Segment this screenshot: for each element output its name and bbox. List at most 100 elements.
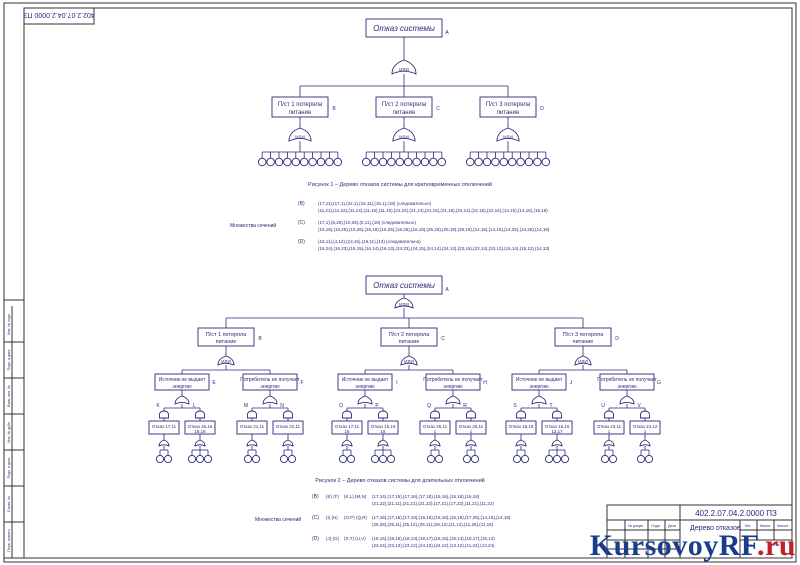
basic-event xyxy=(378,157,388,167)
event-letter: O xyxy=(339,403,343,409)
event-letter: F xyxy=(300,380,303,386)
basic-event xyxy=(283,157,292,167)
or-gate xyxy=(496,127,520,142)
sub-event-label: энергию xyxy=(260,384,279,390)
or-gate xyxy=(246,439,258,447)
or-gate xyxy=(619,395,635,405)
event-letter: E xyxy=(212,380,216,386)
branch-event-label: П/ст 2 потеряла xyxy=(389,332,430,338)
or-gate xyxy=(194,439,206,447)
cut-set-line: (23,24),(23,13),(23,12),(24,13),(24,12),… xyxy=(372,543,495,548)
basic-event xyxy=(507,157,517,167)
or-gate xyxy=(288,127,312,142)
tb-sheet: Лист xyxy=(745,543,753,547)
basic-event xyxy=(257,157,267,167)
event-letter: C xyxy=(436,106,440,112)
cut-sets-short: Множества сечений(B)(17,11),(17,1),(22,1… xyxy=(230,201,550,251)
sub-event-label: энергию xyxy=(172,384,191,390)
cut-set-line: (25,26),(25,11),(25,12),(26,11),(26,12),… xyxy=(372,522,494,527)
or-gate xyxy=(282,439,294,447)
cut-set-line: (15,16),(15,25),(15,26),(15,19),(16,25),… xyxy=(318,227,550,232)
basic-event xyxy=(403,157,413,167)
basic-event xyxy=(251,454,261,464)
basic-event xyxy=(325,157,334,167)
basic-event-label: 1 xyxy=(608,429,611,434)
or-gate xyxy=(515,439,527,447)
basic-event xyxy=(346,454,356,464)
or-gate xyxy=(531,395,547,405)
event-letter: D xyxy=(615,336,619,342)
or-gate xyxy=(400,355,418,366)
sub-event-label: Источник не выдает xyxy=(342,377,389,383)
and-gate xyxy=(430,410,440,419)
and-gate xyxy=(247,410,257,419)
watermark-main: KursovoyRF xyxy=(589,529,757,562)
basic-event xyxy=(163,454,173,464)
basic-event xyxy=(600,454,610,464)
branch-event-label: П/ст 3 потеряла xyxy=(486,102,531,108)
or-gate xyxy=(377,439,389,447)
or-gate xyxy=(394,297,414,309)
branch-event-label: питание xyxy=(573,339,594,345)
sub-event-label: энергию xyxy=(529,384,548,390)
cut-sets-label: Множества сечений xyxy=(230,222,276,229)
event-letter: A xyxy=(445,287,449,293)
basic-event xyxy=(426,454,436,464)
or-gate xyxy=(603,439,615,447)
event-letter: B xyxy=(258,336,262,342)
basic-event xyxy=(243,454,253,464)
basic-event xyxy=(412,157,421,167)
basic-event xyxy=(544,454,554,464)
basic-event xyxy=(429,157,438,167)
basic-event xyxy=(195,454,205,464)
basic-event xyxy=(187,454,197,464)
tb-col-doc: № докум. xyxy=(628,524,643,528)
or-gate xyxy=(158,439,170,447)
title-block xyxy=(606,504,793,559)
event-letter: R xyxy=(463,403,467,409)
cut-set-id: (C) xyxy=(298,220,305,226)
basic-event xyxy=(378,454,388,464)
sub-event-label: Потребитель не получает xyxy=(423,377,483,383)
and-gate xyxy=(342,410,352,419)
cut-set-line: (17,16),(17,15),(17,18),(16,15),(16,18),… xyxy=(372,515,511,520)
title-block-code: 402.2.07.04.2.0000 ПЗ xyxy=(695,509,777,518)
or-gate xyxy=(391,59,417,75)
basic-event xyxy=(333,157,343,167)
cut-set-line: (16,11),(4,12),(13,15),(16,11),(13) (сле… xyxy=(318,239,421,244)
or-gate xyxy=(174,395,190,405)
and-gate xyxy=(604,410,614,419)
cut-set-events: (K,L) (M,N) xyxy=(344,494,367,499)
event-letter: M xyxy=(244,403,248,409)
basic-event-label: Отказ 17,11 xyxy=(335,424,360,429)
basic-event xyxy=(465,157,475,167)
event-letter: U xyxy=(601,403,605,409)
or-gate xyxy=(574,355,592,366)
doc-code-rotated: 402.2.07.04.2.0000 ПЗ xyxy=(23,11,95,18)
branch-event-label: питание xyxy=(399,339,420,345)
event-letter: H xyxy=(483,380,487,386)
stamp-label: Подп. и дата xyxy=(7,350,11,371)
sub-event-label: энергию xyxy=(617,384,636,390)
sub-event-label: Потребитель не получает xyxy=(597,377,657,383)
basic-event xyxy=(533,157,542,167)
basic-event xyxy=(287,454,297,464)
figure-2-caption: Рисунок 2 – Дерево отказов системы для д… xyxy=(315,477,484,484)
and-gate xyxy=(195,410,205,419)
cut-set-line: (21,22),(21,11),(21,21),(21,22),(17,21),… xyxy=(372,501,494,506)
top-event-label: Отказ системы xyxy=(373,24,435,33)
tb-col-mass: Масса xyxy=(760,524,770,528)
basic-event-label: Отказ 15,16 xyxy=(545,424,570,429)
sub-event-label: Источник не выдает xyxy=(159,377,206,383)
branch-event-label: питание xyxy=(393,110,416,116)
basic-event-label: Отказ 21,11 xyxy=(240,424,265,429)
basic-event xyxy=(370,454,380,464)
basic-event-label: Отказ 22,11 xyxy=(276,424,301,429)
top-event-label: Отказ системы xyxy=(373,281,435,290)
basic-event-label: Отказ 15,16 xyxy=(371,424,396,429)
cut-set-events: (S,T) (U,V) xyxy=(344,536,366,541)
sub-event-label: Источник не выдает xyxy=(516,377,563,383)
and-gate xyxy=(378,410,388,419)
